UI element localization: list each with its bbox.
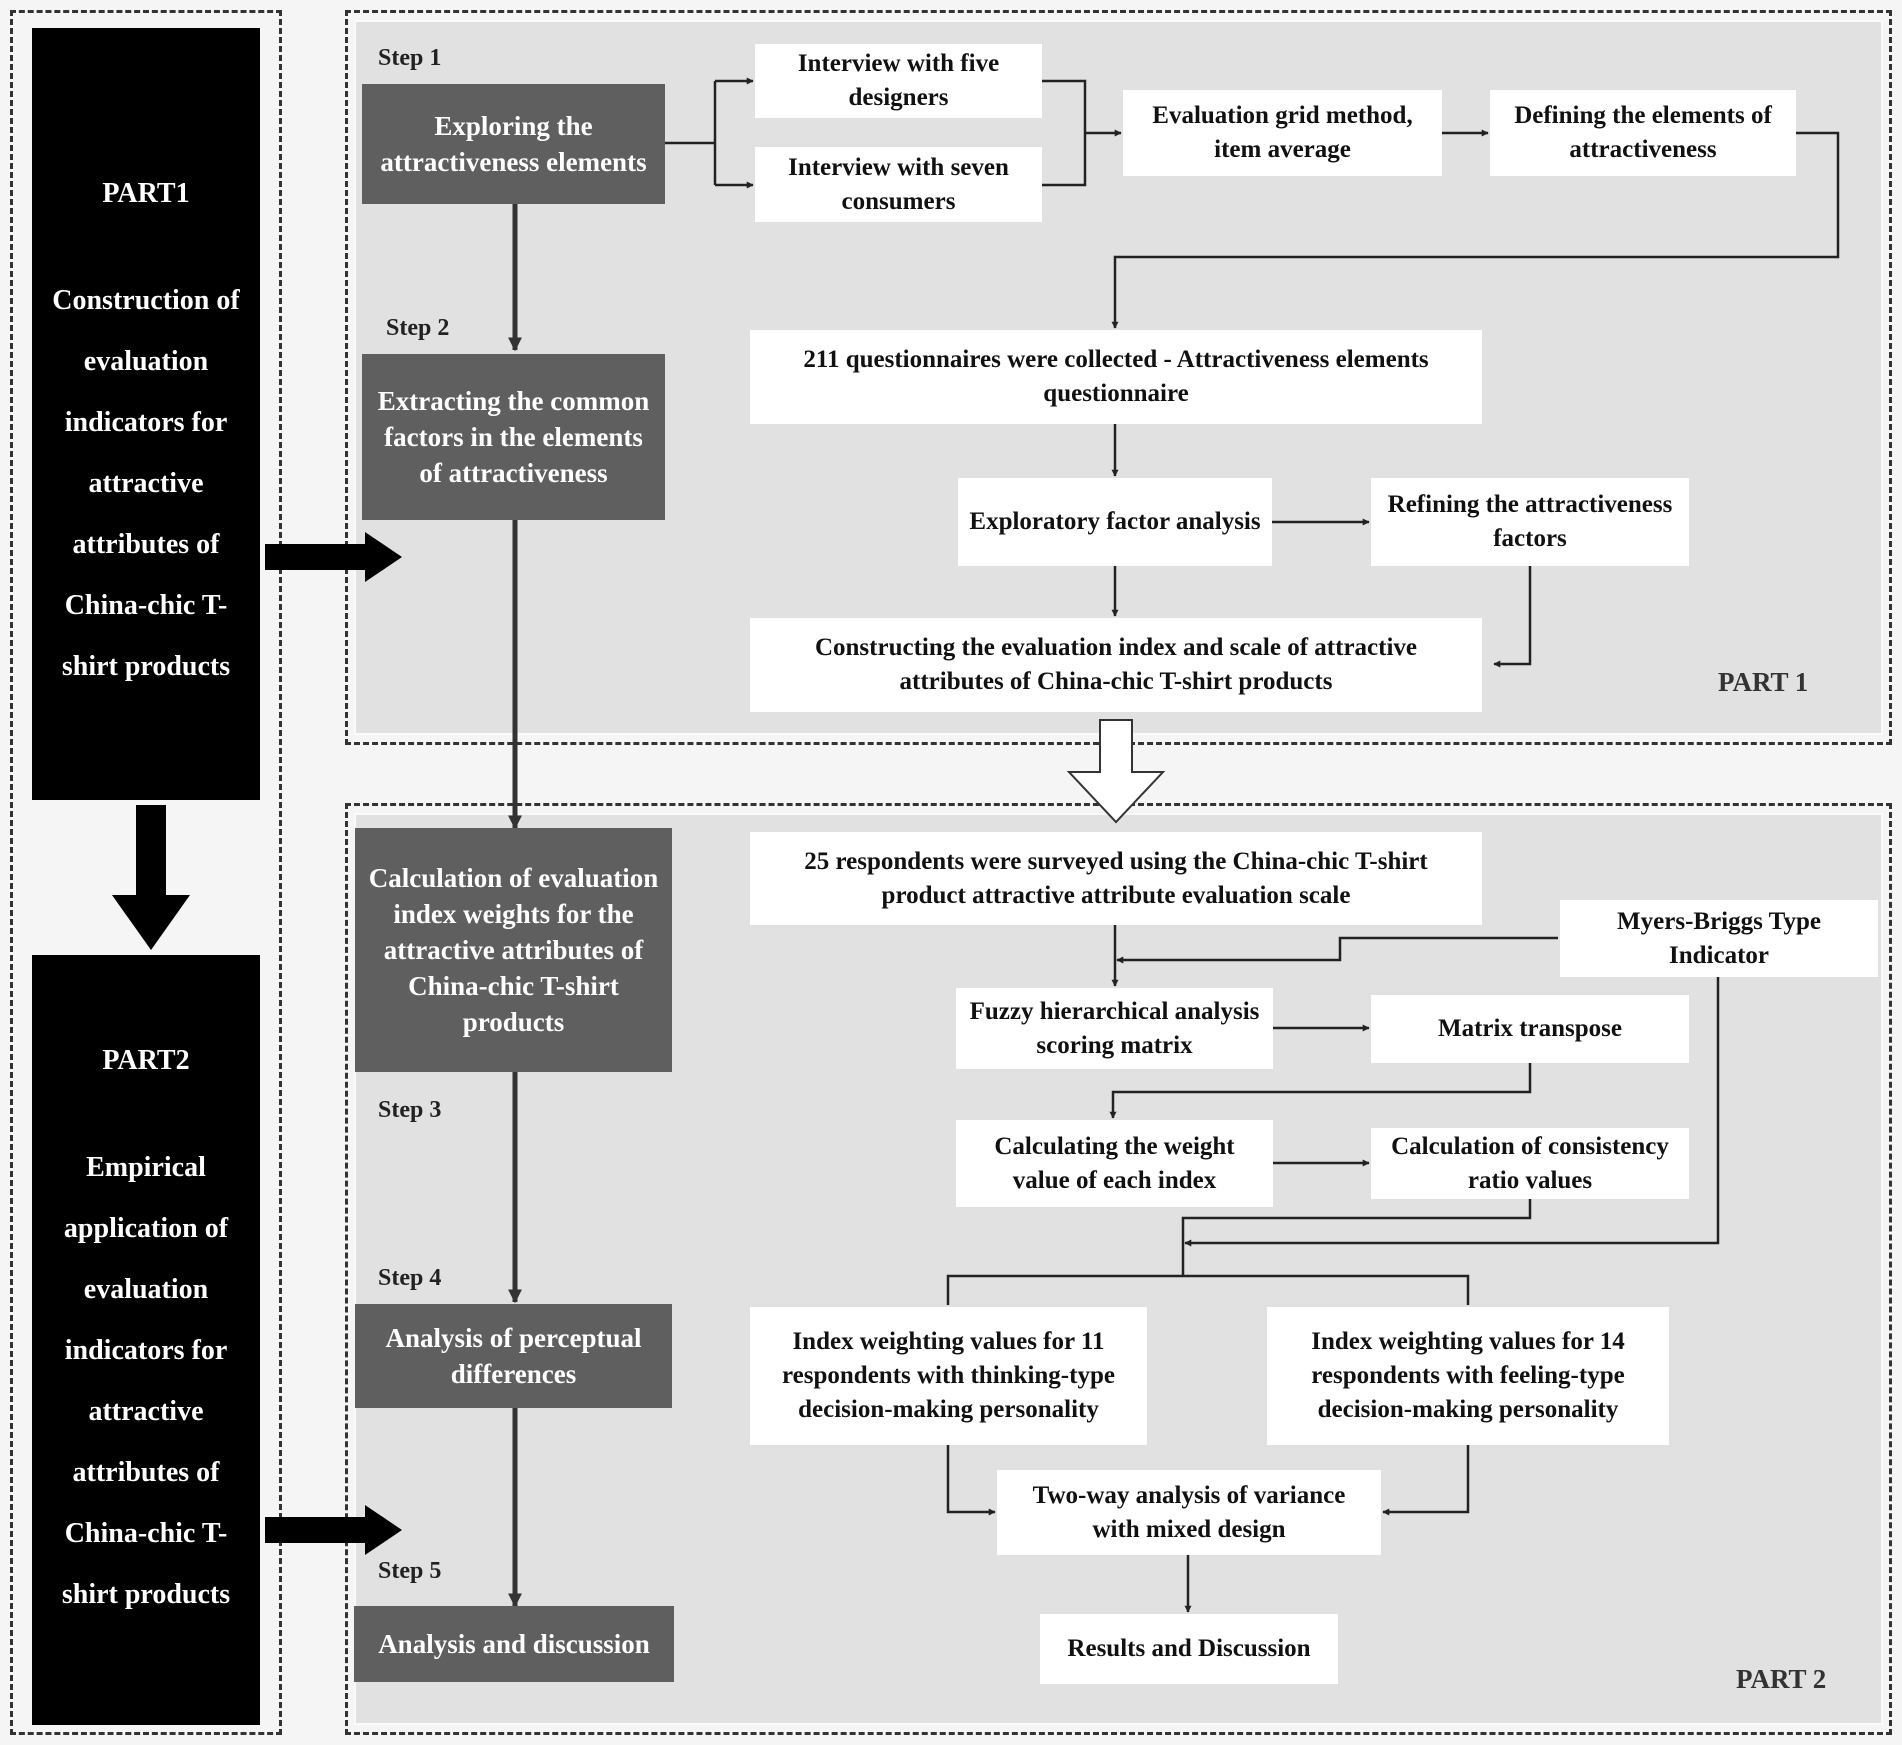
step3-label: Step 3 [378,1097,442,1123]
part1-to-part2-hollow-arrow [1066,719,1166,824]
thinking-type-box: Index weighting values for 11 respondent… [750,1307,1147,1445]
step1-box: Exploring the attractiveness elements [362,84,665,204]
anova-box: Two-way analysis of variance with mixed … [997,1470,1381,1555]
part2-label: PART 2 [1736,1664,1827,1694]
matrix-transpose-box: Matrix transpose [1371,995,1689,1063]
sidebar-part2-title: PART2 [102,1045,190,1076]
step5-label: Step 5 [378,1558,442,1584]
constructing-box: Constructing the evaluation index and sc… [750,618,1482,712]
mbti-box: Myers-Briggs Type Indicator [1560,900,1878,977]
step2-label: Step 2 [386,315,450,341]
step3-box: Calculation of evaluation index weights … [355,828,672,1072]
part2-right-arrow [265,1505,402,1555]
weight-value-box: Calculating the weight value of each ind… [956,1120,1273,1207]
questionnaires-box: 211 questionnaires were collected - Attr… [750,330,1482,424]
sidebar-part1-title: PART1 [102,178,190,209]
evaluation-grid-box: Evaluation grid method, item average [1123,90,1442,176]
sidebar-part1-desc: Construction of evaluation indicators fo… [52,285,240,682]
respondents-box: 25 respondents were surveyed using the C… [750,832,1482,925]
sidebar-part2-desc: Empirical application of evaluation indi… [61,1152,231,1610]
sidebar-part2: PART2 Empirical application of evaluatio… [32,955,260,1725]
step4-box: Analysis of perceptual differences [355,1304,672,1408]
part1-right-arrow [265,532,402,582]
sidebar-frame [10,10,282,1735]
consistency-ratio-box: Calculation of consistency ratio values [1371,1128,1689,1199]
step2-box: Extracting the common factors in the ele… [362,354,665,520]
defining-elements-box: Defining the elements of attractiveness [1490,90,1796,176]
refining-box: Refining the attractiveness factors [1371,478,1689,566]
part1-to-part2-arrow [112,805,190,950]
interview-consumers-box: Interview with seven consumers [755,147,1042,222]
results-discussion-box: Results and Discussion [1040,1614,1338,1684]
efa-box: Exploratory factor analysis [958,478,1272,566]
sidebar-part1: PART1 Construction of evaluation indicat… [32,28,260,800]
fuzzy-matrix-box: Fuzzy hierarchical analysis scoring matr… [956,988,1273,1069]
step4-label: Step 4 [378,1265,442,1291]
step1-label: Step 1 [378,45,442,71]
interview-designers-box: Interview with five designers [755,44,1042,118]
feeling-type-box: Index weighting values for 14 respondent… [1267,1307,1669,1445]
step5-box: Analysis and discussion [354,1606,674,1682]
part1-label: PART 1 [1718,667,1809,697]
